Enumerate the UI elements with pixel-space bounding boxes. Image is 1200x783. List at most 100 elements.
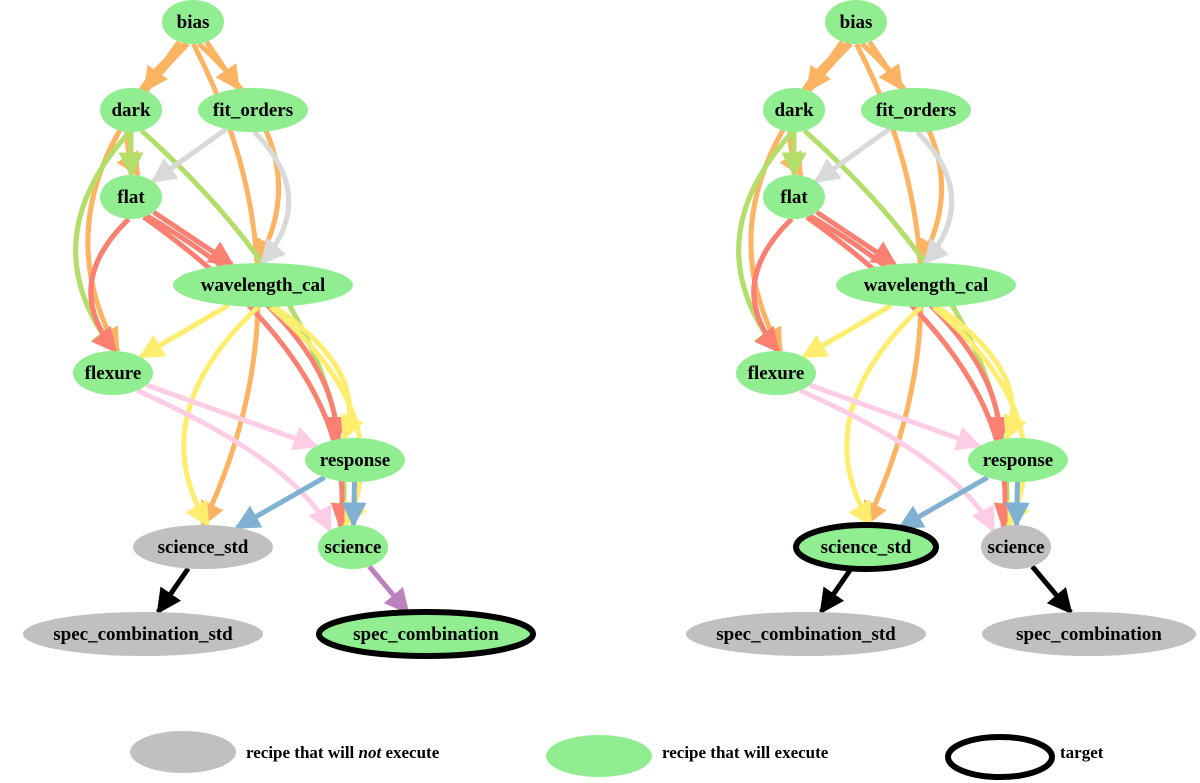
legend-execute-swatch	[546, 735, 652, 777]
node-shape	[861, 88, 971, 132]
node-flexure[interactable]: flexure	[736, 351, 816, 395]
edge-science_std-to-spec_combination_std	[155, 567, 191, 615]
node-shape	[968, 438, 1068, 482]
edge-flat-to-wavelength_cal	[152, 209, 235, 267]
legend-not-execute-label: recipe that will not execute	[246, 743, 440, 762]
node-shape	[686, 612, 926, 656]
edge-wavelength_cal-to-response	[273, 304, 364, 441]
edge-response-to-science	[341, 481, 367, 528]
node-response[interactable]: response	[305, 438, 405, 482]
node-label: fit_orders	[876, 100, 956, 121]
edge-fit_orders-to-wavelength_cal	[252, 130, 292, 265]
node-label: spec_combination_std	[53, 624, 233, 645]
node-shape	[198, 88, 308, 132]
node-science_std[interactable]: science_std	[133, 525, 273, 569]
node-shape	[100, 175, 162, 219]
edge-wavelength_cal-to-response	[936, 304, 1027, 441]
node-shape	[173, 263, 353, 307]
legend-not-execute-swatch	[130, 731, 236, 773]
edge-wavelength_cal-to-flexure	[801, 303, 893, 360]
node-shape	[73, 351, 153, 395]
node-shape	[316, 609, 536, 659]
node-shape	[736, 351, 816, 395]
edge-response-to-science	[1004, 481, 1030, 528]
node-label: response	[983, 450, 1053, 471]
node-spec_combination[interactable]: spec_combination	[982, 612, 1196, 656]
node-wavelength_cal[interactable]: wavelength_cal	[173, 263, 353, 307]
edge-flat-to-flexure	[751, 217, 794, 353]
node-label: wavelength_cal	[201, 275, 326, 296]
legend-execute-label: recipe that will execute	[662, 743, 829, 762]
edge-flexure-to-response	[808, 382, 982, 451]
node-shape	[981, 525, 1051, 569]
node-label: spec_combination	[353, 624, 499, 645]
edge-flexure-to-science	[799, 388, 996, 533]
node-shape	[305, 438, 405, 482]
node-shape	[133, 525, 273, 569]
node-label: fit_orders	[213, 100, 293, 121]
node-fit_orders[interactable]: fit_orders	[861, 88, 971, 132]
edge-wavelength_cal-to-flexure	[138, 303, 230, 360]
node-dark[interactable]: dark	[100, 88, 162, 132]
node-bias[interactable]: bias	[825, 0, 887, 44]
node-label: science	[325, 537, 382, 558]
node-shape	[982, 612, 1196, 656]
edge-flexure-to-response	[145, 382, 319, 451]
node-shape	[836, 263, 1016, 307]
node-label: dark	[111, 100, 151, 121]
node-label: flat	[117, 187, 145, 208]
node-response[interactable]: response	[968, 438, 1068, 482]
edge-flat-to-flexure	[88, 217, 131, 353]
node-label: wavelength_cal	[864, 275, 989, 296]
node-shape	[763, 175, 825, 219]
node-spec_combination[interactable]: spec_combination	[316, 609, 536, 659]
node-shape	[23, 612, 263, 656]
node-shape	[162, 0, 224, 44]
node-label: science	[988, 537, 1045, 558]
node-shape	[100, 88, 162, 132]
edge-flat-to-science	[805, 215, 1019, 530]
edge-flat-to-response	[145, 213, 350, 442]
node-science[interactable]: science	[318, 525, 388, 569]
node-label: spec_combination_std	[716, 624, 896, 645]
node-bias[interactable]: bias	[162, 0, 224, 44]
node-shape	[793, 522, 939, 572]
edge-fit_orders-to-flat	[813, 127, 891, 184]
node-wavelength_cal[interactable]: wavelength_cal	[836, 263, 1016, 307]
edge-bias-to-flexure	[85, 41, 190, 354]
edge-response-to-science_std	[897, 475, 989, 530]
edge-flat-to-science	[142, 215, 356, 530]
node-label: science_std	[821, 537, 912, 558]
edge-science-to-spec_combination	[367, 564, 410, 615]
legend-target-swatch	[945, 734, 1055, 780]
node-shape	[763, 88, 825, 132]
edge-flexure-to-science	[136, 388, 333, 533]
node-flat[interactable]: flat	[763, 175, 825, 219]
node-label: flexure	[748, 363, 805, 384]
node-label: bias	[177, 12, 210, 33]
node-label: flat	[780, 187, 808, 208]
node-label: dark	[774, 100, 814, 121]
edge-bias-to-flexure	[748, 41, 853, 354]
edge-science-to-spec_combination	[1030, 564, 1073, 615]
node-shape	[825, 0, 887, 44]
node-label: spec_combination	[1016, 624, 1162, 645]
node-spec_combination_std[interactable]: spec_combination_std	[686, 612, 926, 656]
edge-science_std-to-spec_combination_std	[818, 567, 854, 615]
legend-target-label: target	[1060, 743, 1104, 762]
edge-response-to-science_std	[234, 475, 326, 530]
node-dark[interactable]: dark	[763, 88, 825, 132]
node-flexure[interactable]: flexure	[73, 351, 153, 395]
node-fit_orders[interactable]: fit_orders	[198, 88, 308, 132]
node-science_std[interactable]: science_std	[793, 522, 939, 572]
node-science[interactable]: science	[981, 525, 1051, 569]
node-label: bias	[840, 12, 873, 33]
node-spec_combination_std[interactable]: spec_combination_std	[23, 612, 263, 656]
node-label: flexure	[85, 363, 142, 384]
edge-flat-to-wavelength_cal	[815, 209, 898, 267]
edge-flat-to-response	[808, 213, 1013, 442]
node-flat[interactable]: flat	[100, 175, 162, 219]
